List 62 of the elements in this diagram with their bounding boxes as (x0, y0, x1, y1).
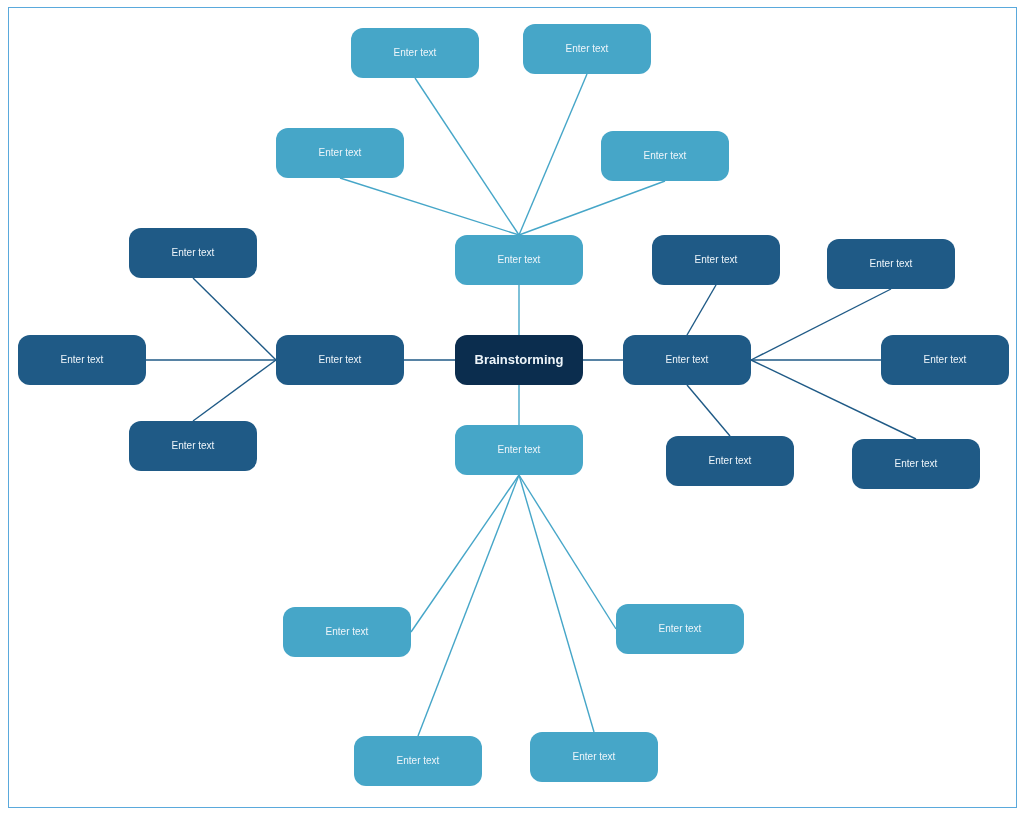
idea-box (276, 335, 404, 385)
idea-box (129, 421, 257, 471)
idea-box (354, 736, 482, 786)
node-text: Enter text (497, 443, 541, 457)
idea-box (623, 335, 751, 385)
connector-line (192, 359, 277, 422)
node-text: Enter text (694, 253, 738, 267)
idea-box (455, 235, 583, 285)
node-text: Enter text (708, 454, 752, 468)
node-text: Enter text (923, 353, 967, 367)
node-text: Enter text (396, 754, 440, 768)
node-text: Enter text (318, 353, 362, 367)
idea-box (283, 607, 411, 657)
connector-line (518, 180, 666, 236)
connector-line (750, 359, 917, 440)
connector-line (518, 474, 617, 630)
idea-box (616, 604, 744, 654)
node-text: Enter text (497, 253, 541, 267)
idea-box (666, 436, 794, 486)
connector-line (686, 384, 731, 437)
connector-line (417, 474, 520, 737)
idea-box (652, 235, 780, 285)
node-text: Enter text (393, 46, 437, 60)
idea-box (523, 24, 651, 74)
idea-box (18, 335, 146, 385)
idea-box (276, 128, 404, 178)
node-text: Enter text (894, 457, 938, 471)
connector-line (192, 277, 277, 361)
connector-line (410, 474, 520, 633)
idea-box (852, 439, 980, 489)
node-text: Enter text (869, 257, 913, 271)
connector-line (686, 284, 717, 336)
node-text: Brainstorming (474, 351, 564, 369)
idea-box (601, 131, 729, 181)
connector-line (414, 77, 520, 236)
node-text: Enter text (318, 146, 362, 160)
connector-line (582, 359, 624, 361)
node-text: Enter text (171, 439, 215, 453)
connector-line (750, 359, 882, 361)
node-text: Enter text (565, 42, 609, 56)
connector-line (518, 384, 520, 426)
node-text: Enter text (171, 246, 215, 260)
central-topic-box (455, 335, 583, 385)
node-text: Enter text (658, 622, 702, 636)
connector-line (518, 284, 520, 336)
node-text: Enter text (60, 353, 104, 367)
node-text: Enter text (643, 149, 687, 163)
connector-line (518, 73, 588, 236)
connector-line (750, 288, 892, 361)
connector-line (403, 359, 456, 361)
connector-line (518, 474, 595, 733)
idea-box (881, 335, 1009, 385)
idea-box (455, 425, 583, 475)
idea-box (827, 239, 955, 289)
connector-line (145, 359, 277, 361)
connector-line (339, 177, 520, 236)
node-text: Enter text (572, 750, 616, 764)
idea-box (351, 28, 479, 78)
node-text: Enter text (325, 625, 369, 639)
idea-box (129, 228, 257, 278)
node-text: Enter text (665, 353, 709, 367)
idea-box (530, 732, 658, 782)
